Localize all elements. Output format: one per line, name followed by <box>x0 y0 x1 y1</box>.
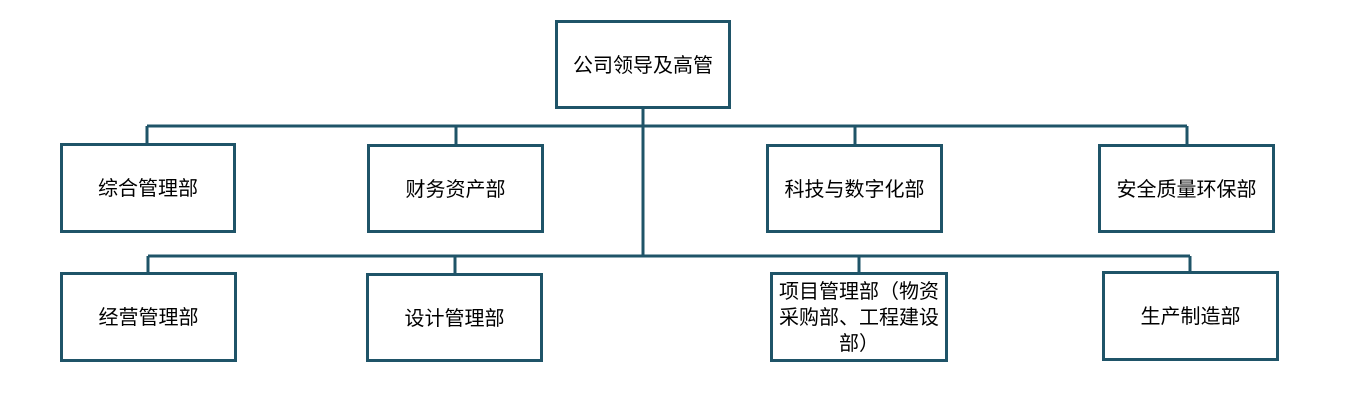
node-label: 设计管理部 <box>404 305 505 330</box>
node-label: 财务资产部 <box>405 176 506 201</box>
node-finance-assets-dept: 财务资产部 <box>367 144 544 233</box>
node-label: 经营管理部 <box>98 305 199 329</box>
node-business-management-dept: 经营管理部 <box>60 272 237 362</box>
node-label: 项目管理部（物资采购部、工程建设部） <box>779 279 939 355</box>
node-label: 安全质量环保部 <box>1116 176 1257 201</box>
node-production-dept: 生产制造部 <box>1102 271 1279 361</box>
node-safety-quality-environment-dept: 安全质量环保部 <box>1098 144 1275 233</box>
node-company-leadership: 公司领导及高管 <box>555 20 731 109</box>
node-label: 科技与数字化部 <box>784 176 925 201</box>
node-label: 综合管理部 <box>98 176 198 200</box>
node-project-management-dept: 项目管理部（物资采购部、工程建设部） <box>770 272 948 362</box>
node-technology-digital-dept: 科技与数字化部 <box>766 144 943 233</box>
node-label: 公司领导及高管 <box>573 52 713 77</box>
node-label: 生产制造部 <box>1140 304 1241 328</box>
node-design-management-dept: 设计管理部 <box>366 273 543 362</box>
node-general-management-dept: 综合管理部 <box>60 143 236 233</box>
